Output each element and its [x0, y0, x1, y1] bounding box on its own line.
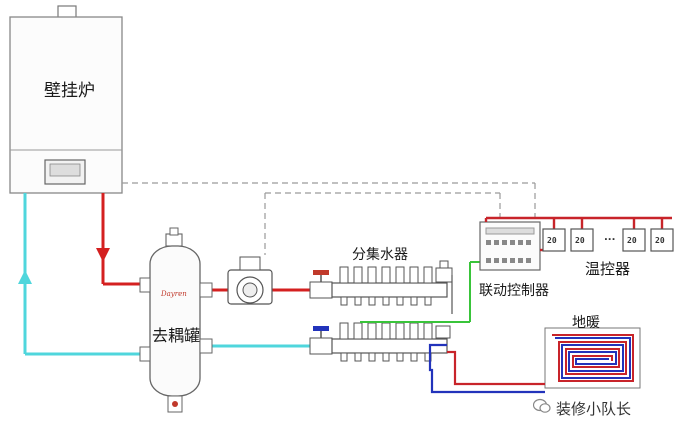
thermostat-3-value: 20 [627, 236, 637, 245]
manifold-label: 分集水器 [352, 247, 408, 263]
thermostat-label: 温控器 [585, 260, 631, 278]
hydraulic-separator [139, 227, 213, 413]
thermostats [542, 228, 674, 252]
supply-valve [309, 270, 333, 299]
dashed-control-lines [122, 182, 536, 255]
floor-heating-pipes [428, 343, 545, 394]
boiler-label: 壁挂炉 [44, 81, 95, 101]
thermostat-1-value: 20 [547, 236, 557, 245]
return-manifold [331, 322, 451, 362]
return-arrow-icon [18, 270, 32, 284]
thermostat-1 [542, 228, 566, 252]
floor-heating-coil [544, 327, 641, 389]
boiler [9, 5, 123, 194]
circulation-pump [227, 256, 273, 305]
supply-manifold [331, 260, 453, 314]
linkage-controller [479, 221, 541, 271]
return-valve [309, 326, 333, 355]
thermostat-2 [570, 228, 594, 252]
floor-heating-label: 地暖 [572, 315, 600, 331]
thermostat-4 [650, 228, 674, 252]
thermostat-ellipsis: ... [604, 232, 616, 243]
separator-brand: Dayren [161, 290, 187, 298]
thermostat-2-value: 20 [575, 236, 585, 245]
supply-arrow-icon [96, 248, 110, 262]
controller-label: 联动控制器 [479, 283, 549, 299]
wechat-icon [533, 398, 551, 413]
thermostat-3 [622, 228, 646, 252]
separator-label: 去耦罐 [152, 326, 201, 345]
thermostat-bus [484, 216, 672, 252]
thermostat-4-value: 20 [655, 236, 665, 245]
supply-pipe [101, 193, 310, 292]
watermark-text: 装修小队长 [556, 400, 632, 418]
actuator-signal-wires [360, 261, 480, 323]
